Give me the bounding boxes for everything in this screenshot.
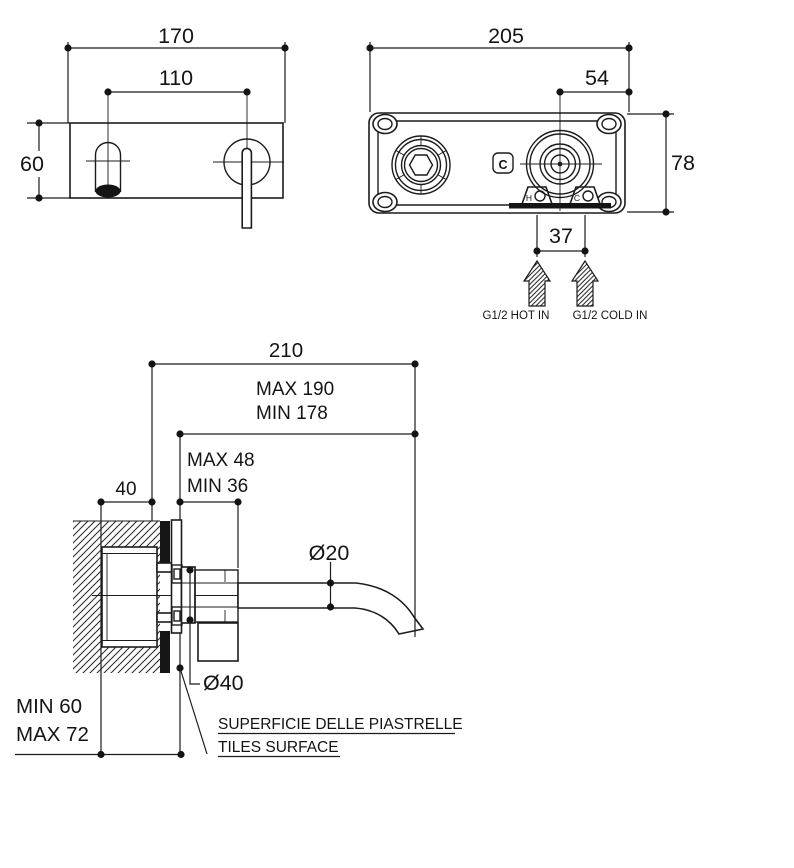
- dim-recess-depth: MIN 60 MAX 72: [15, 695, 185, 759]
- back-view: H C C 205: [366, 24, 695, 322]
- hex-plug: [391, 135, 451, 195]
- dim-label-78: 78: [671, 151, 695, 175]
- dim-label-60: 60: [20, 152, 44, 176]
- tiles-surface-en-label: TILES SURFACE: [218, 739, 339, 756]
- brand-logo-icon: C: [492, 152, 514, 174]
- dim-label-40: 40: [115, 479, 136, 500]
- dim-height-60: 60: [20, 119, 70, 202]
- dim-label-max72: MAX 72: [16, 723, 89, 746]
- dim-label-min60: MIN 60: [16, 695, 82, 718]
- lever-handle-side: [197, 622, 239, 662]
- spout-side: [237, 582, 425, 635]
- spout-front: [86, 92, 130, 198]
- faceplate-side: [170, 519, 183, 634]
- front-view: 170 110 60: [20, 24, 289, 229]
- cold-arrow-icon: [570, 259, 600, 307]
- corner-screw-lugs: [372, 113, 622, 213]
- hot-arrow-icon: [522, 259, 552, 307]
- dim-flange-diameter: Ø40: [186, 566, 244, 695]
- dim-label-max190: MAX 190: [256, 379, 334, 400]
- dim-label-205: 205: [488, 24, 524, 48]
- hot-inlet-label: G1/2 HOT IN: [483, 310, 550, 322]
- dim-height-78: 78: [627, 110, 695, 216]
- cold-inlet-label: G1/2 COLD IN: [573, 310, 648, 322]
- dim-spacing-110: 110: [104, 66, 251, 96]
- dim-label-max48: MAX 48: [187, 450, 255, 471]
- dim-label-210: 210: [269, 339, 303, 362]
- cold-mark-label: C: [574, 193, 580, 203]
- hex-socket: [408, 154, 434, 176]
- cold-inlet-tab: C: [568, 186, 602, 205]
- lever-handle-front: [213, 92, 284, 229]
- dim-label-d40: Ø40: [203, 671, 244, 695]
- spout-outlet: [95, 184, 121, 198]
- dim-width-170: 170: [64, 24, 289, 123]
- dim-width-205: 205: [366, 24, 633, 112]
- cartridge: [520, 92, 602, 211]
- tile-layer-bottom: [160, 631, 170, 673]
- dim-spout-diameter: Ø20: [309, 541, 350, 611]
- dim-label-110: 110: [159, 66, 193, 90]
- side-view: 210 MAX 190 MIN 178 40 MAX 48 MIN 36 Ø20: [15, 339, 463, 759]
- lever-stick: [241, 147, 253, 229]
- dim-body-depth-40: 40: [97, 479, 156, 506]
- dim-depth-210: 210: [148, 339, 419, 368]
- dim-inlets-37: 37: [533, 215, 589, 257]
- dim-spout-reach: MAX 190 MIN 178: [176, 379, 419, 438]
- dim-plate-offset: MAX 48 MIN 36: [176, 450, 255, 506]
- dim-label-170: 170: [158, 24, 194, 48]
- dim-label-min178: MIN 178: [256, 403, 328, 424]
- logo-letter: C: [498, 158, 507, 172]
- built-in-body-side: [101, 546, 173, 648]
- dim-label-min36: MIN 36: [187, 476, 248, 497]
- tiles-surface-callout: SUPERFICIE DELLE PIASTRELLE TILES SURFAC…: [176, 664, 463, 758]
- dim-label-37: 37: [549, 224, 573, 248]
- hot-mark-label: H: [526, 193, 532, 203]
- spout-flange: [180, 566, 239, 624]
- dim-label-54: 54: [585, 66, 609, 90]
- dim-label-d20: Ø20: [309, 541, 350, 565]
- dim-offset-54: 54: [556, 66, 633, 96]
- tile-layer-top: [160, 521, 170, 563]
- tiles-surface-it-label: SUPERFICIE DELLE PIASTRELLE: [218, 716, 463, 733]
